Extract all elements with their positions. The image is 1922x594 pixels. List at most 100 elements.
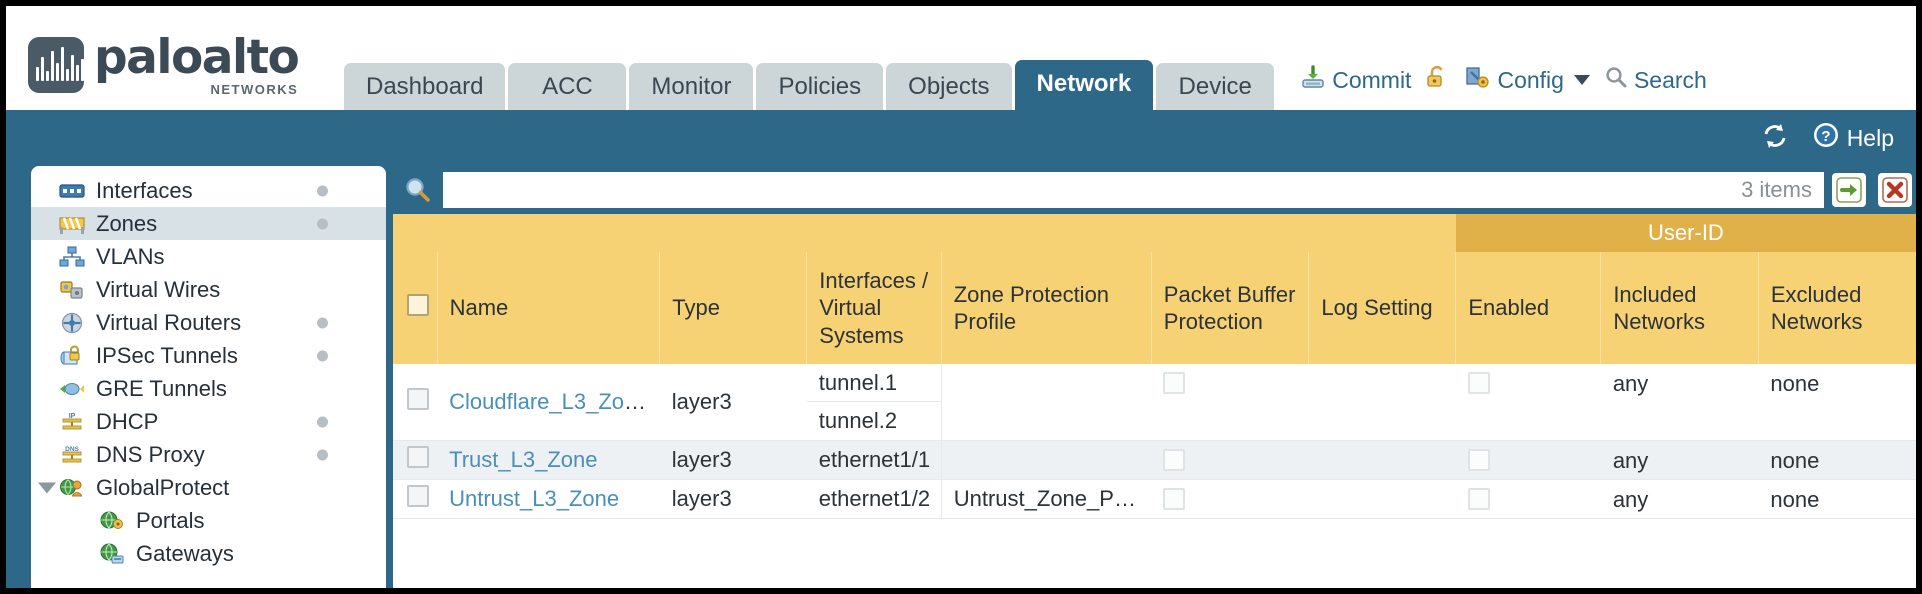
brand-tagline: NETWORKS xyxy=(210,82,299,97)
sidebar-item-label: Gateways xyxy=(136,540,234,566)
refresh-icon[interactable] xyxy=(1760,122,1790,155)
search-magnifier-icon[interactable] xyxy=(401,175,435,205)
userid-enabled-checkbox[interactable] xyxy=(1467,449,1490,471)
search-input[interactable] xyxy=(455,175,1732,205)
userid-enabled-cell[interactable] xyxy=(1455,440,1601,480)
apply-filter-button[interactable] xyxy=(1832,173,1866,207)
help-question-icon: ? xyxy=(1812,121,1840,155)
unlock-button[interactable] xyxy=(1425,64,1449,96)
zones-icon xyxy=(57,212,87,236)
globalprotect-icon xyxy=(57,476,87,500)
sidebar-item-ipsec-tunnels[interactable]: IPSec Tunnels xyxy=(31,339,386,372)
userid-enabled-checkbox[interactable] xyxy=(1467,488,1490,510)
column-header-name[interactable]: Name xyxy=(437,252,661,364)
userid-enabled-cell[interactable] xyxy=(1455,364,1601,441)
column-header-enabled[interactable]: Enabled xyxy=(1455,252,1602,364)
sidebar-item-gre-tunnels[interactable]: GRE Tunnels xyxy=(31,372,386,405)
zone-name-cell: Cloudflare_L3_Zone xyxy=(437,364,660,441)
sidebar-item-interfaces[interactable]: Interfaces xyxy=(31,174,386,207)
log-setting-cell xyxy=(1308,479,1456,519)
tab-network[interactable]: Network xyxy=(1014,60,1154,110)
svg-text:DNS: DNS xyxy=(65,446,79,453)
zone-name-cell: Trust_L3_Zone xyxy=(437,440,660,480)
filter-bar: 3 items xyxy=(393,166,1916,214)
collapse-triangle-icon[interactable] xyxy=(38,482,56,493)
search-button[interactable]: Search xyxy=(1604,65,1707,95)
tab-policies[interactable]: Policies xyxy=(756,63,884,110)
clear-filter-button[interactable] xyxy=(1878,173,1912,207)
packet-buffer-protection-cell[interactable] xyxy=(1151,440,1309,480)
commit-label: Commit xyxy=(1332,66,1412,93)
userid-enabled-checkbox[interactable] xyxy=(1467,372,1490,394)
row-select-cell[interactable] xyxy=(393,364,438,441)
column-header-type[interactable]: Type xyxy=(659,252,808,364)
row-select-cell[interactable] xyxy=(393,479,438,519)
column-header-log-setting[interactable]: Log Setting xyxy=(1308,252,1457,364)
column-header-included-networks[interactable]: Included Networks xyxy=(1600,252,1759,364)
select-all-checkbox[interactable] xyxy=(407,293,429,316)
sidebar-item-zones[interactable]: Zones xyxy=(31,207,386,240)
tab-acc[interactable]: ACC xyxy=(508,63,627,110)
sidebar-item-portals[interactable]: Portals xyxy=(31,504,386,537)
sidebar-item-vlans[interactable]: VLANs xyxy=(31,240,386,273)
commit-button[interactable]: Commit xyxy=(1300,64,1411,96)
column-header-zone-protection-profile[interactable]: Zone Protection Profile xyxy=(941,252,1152,364)
interfaces-cell: ethernet1/1 xyxy=(806,440,942,480)
help-button[interactable]: ? Help xyxy=(1812,121,1894,155)
tab-dashboard[interactable]: Dashboard xyxy=(344,63,506,110)
zone-name-link[interactable]: Trust_L3_Zone xyxy=(449,447,598,472)
tab-label: ACC xyxy=(542,73,593,100)
sidebar-item-virtual-wires[interactable]: Virtual Wires xyxy=(31,273,386,306)
group-header-blank xyxy=(393,214,1456,252)
svg-text:?: ? xyxy=(1821,128,1830,145)
help-label: Help xyxy=(1846,124,1894,151)
sidebar-item-globalprotect[interactable]: GlobalProtect xyxy=(31,471,386,504)
packet-buffer-protection-cell[interactable] xyxy=(1151,479,1309,519)
tab-label: Dashboard xyxy=(366,73,484,100)
sidebar-item-gateways[interactable]: Gateways xyxy=(31,537,386,570)
interfaces-icon xyxy=(57,179,87,203)
interface-entry: tunnel.2 xyxy=(818,408,898,433)
packet-buffer-protection-checkbox[interactable] xyxy=(1163,488,1186,510)
included-networks-cell: any xyxy=(1600,479,1759,519)
sidebar-item-status-dot xyxy=(317,317,328,328)
packet-buffer-protection-checkbox[interactable] xyxy=(1163,449,1186,471)
config-dropdown[interactable]: Config xyxy=(1463,64,1590,96)
log-setting-cell xyxy=(1308,440,1456,480)
included-networks-cell: any xyxy=(1600,440,1759,480)
row-select-checkbox[interactable] xyxy=(407,485,429,507)
row-select-checkbox[interactable] xyxy=(407,388,429,410)
userid-enabled-cell[interactable] xyxy=(1455,479,1601,519)
packet-buffer-protection-checkbox[interactable] xyxy=(1163,372,1186,394)
tab-monitor[interactable]: Monitor xyxy=(629,63,754,110)
row-select-checkbox[interactable] xyxy=(407,446,429,468)
row-select-cell[interactable] xyxy=(393,440,438,480)
column-header-label: Type xyxy=(672,295,720,321)
tab-device[interactable]: Device xyxy=(1156,63,1275,110)
excluded-networks-cell: none xyxy=(1758,479,1916,519)
column-header-packet-buffer-protection[interactable]: Packet Buffer Protection xyxy=(1151,252,1310,364)
select-all-header[interactable] xyxy=(393,252,438,364)
column-header-excluded-networks[interactable]: Excluded Networks xyxy=(1758,252,1916,364)
top-actions: Commit xyxy=(1300,64,1707,96)
svg-text:IP: IP xyxy=(69,413,76,420)
zone-type-cell: layer3 xyxy=(659,479,807,519)
sidebar-item-label: GlobalProtect xyxy=(96,474,230,500)
sidebar-item-virtual-routers[interactable]: Virtual Routers xyxy=(31,306,386,339)
sidebar-item-label: Portals xyxy=(136,507,205,533)
tab-objects[interactable]: Objects xyxy=(886,63,1012,110)
zone-name-link[interactable]: Untrust_L3_Zone xyxy=(449,486,620,511)
vlans-icon xyxy=(57,245,87,269)
dhcp-icon: IP xyxy=(57,410,87,434)
packet-buffer-protection-cell[interactable] xyxy=(1151,364,1309,441)
column-header-label: Name xyxy=(449,295,509,321)
column-header-label: Log Setting xyxy=(1321,295,1433,321)
column-header-interfaces-virtual-systems[interactable]: Interfaces / Virtual Systems xyxy=(806,252,942,364)
zone-name-link[interactable]: Cloudflare_L3_Zone xyxy=(449,389,649,414)
